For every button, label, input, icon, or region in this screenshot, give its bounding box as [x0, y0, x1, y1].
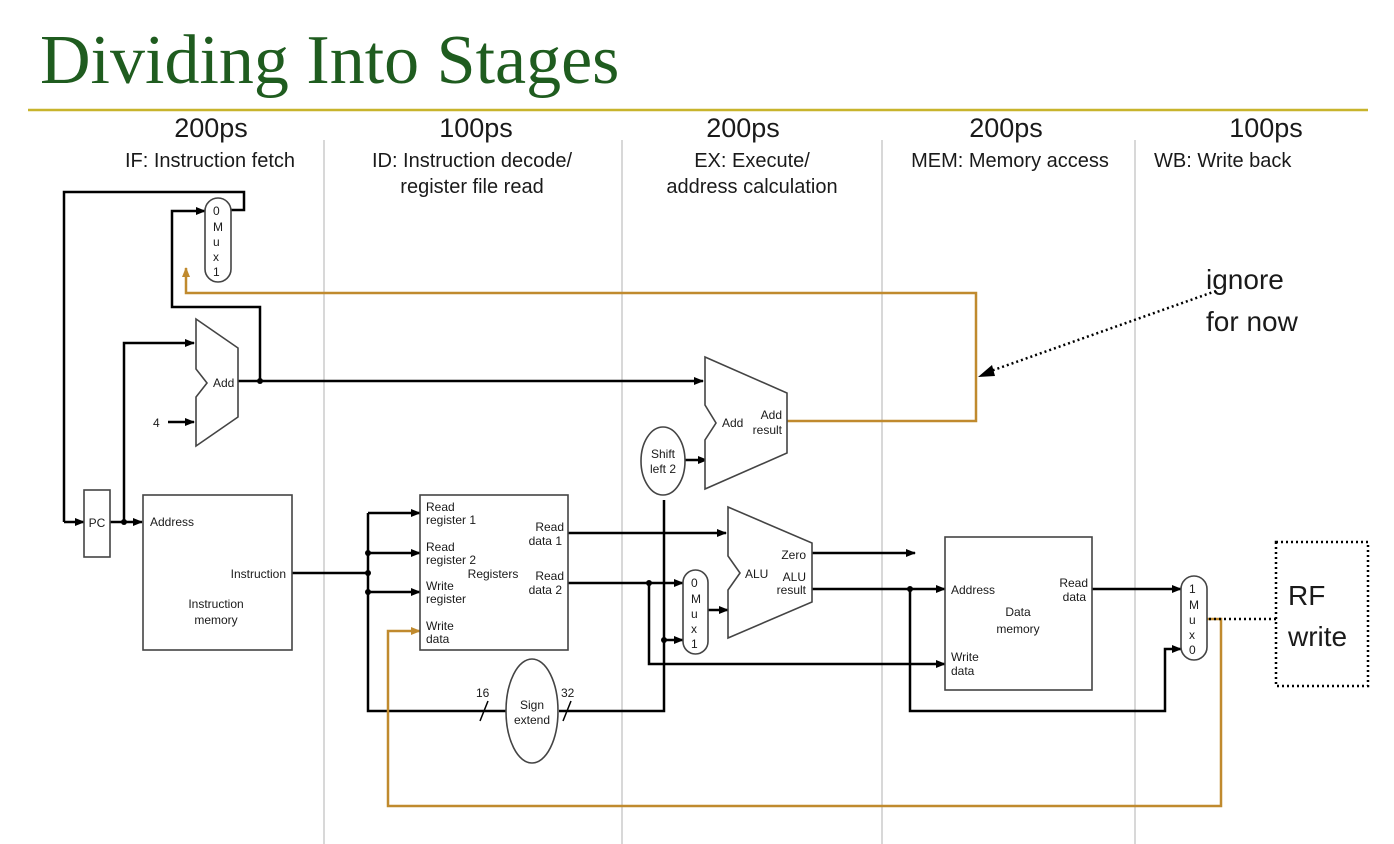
stage-id-time: 100ps	[439, 113, 513, 143]
stage-dividers	[323, 140, 1136, 844]
imem-name-line2: memory	[194, 613, 237, 627]
regs-read-reg2-b: register 2	[426, 553, 476, 567]
shift-label-line2: left 2	[650, 462, 676, 476]
rf-write-box	[1274, 540, 1370, 688]
pc-mux-label-u: u	[213, 235, 220, 249]
regs-name: Registers	[468, 567, 519, 581]
orange-wires	[182, 267, 1223, 808]
ignore-note-line2: for now	[1206, 306, 1299, 337]
pc-mux: 0 M u x 1	[204, 197, 232, 283]
imem-name: Instruction	[188, 597, 243, 611]
ignore-annotation: ignore for now	[978, 264, 1299, 377]
writeback-mux: 1 M u x 0	[1180, 575, 1208, 661]
stage-ex-name: EX: Execute/	[694, 150, 810, 172]
wb-mux-label-x: x	[1189, 628, 1195, 642]
rf-write-label-line2: write	[1287, 621, 1347, 652]
imem-address-label: Address	[150, 515, 194, 529]
alu-mux-label-x: x	[691, 622, 697, 636]
register-file: Read register 1 Read register 2 Write re…	[419, 494, 569, 651]
instruction-memory: Address Instruction Instruction memory	[142, 494, 293, 651]
shift-left-2: Shift left 2	[640, 426, 686, 496]
stage-mem-time: 200ps	[969, 113, 1043, 143]
regs-write-reg-b: register	[426, 592, 466, 606]
data-memory: Address Read data Write data Data memory	[944, 536, 1093, 691]
ignore-arrowhead	[978, 365, 995, 377]
stage-wb-time: 100ps	[1229, 113, 1303, 143]
alu-mux-label-u: u	[691, 607, 698, 621]
dmem-read-data-a: Read	[1059, 576, 1088, 590]
regs-write-data-b: data	[426, 632, 450, 646]
sign-extend-out-bits: 32	[561, 686, 575, 700]
imem-instruction-label: Instruction	[231, 567, 286, 581]
dmem-name-line2: memory	[996, 622, 1039, 636]
wb-mux-label-m: M	[1189, 598, 1199, 612]
branch-adder-result-b: result	[753, 423, 783, 437]
alu-mux-label-0: 0	[691, 576, 698, 590]
alu-result-a: ALU	[783, 570, 806, 584]
branch-adder-label: Add	[722, 416, 743, 430]
dmem-name: Data	[1005, 605, 1031, 619]
sign-extend-label: Sign	[520, 698, 544, 712]
stage-wb-name: WB: Write back	[1154, 150, 1292, 172]
regs-read-reg1-b: register 1	[426, 513, 476, 527]
branch-adder: Add Add result	[704, 355, 788, 491]
wb-mux-label-0: 0	[1189, 643, 1196, 657]
wb-mux-label-1: 1	[1189, 582, 1196, 596]
alu-result-b: result	[777, 583, 807, 597]
regs-read-reg2-a: Read	[426, 540, 455, 554]
sign-extend-label-line2: extend	[514, 713, 550, 727]
dmem-read-data-b: data	[1063, 590, 1087, 604]
branch-adder-result-a: Add	[761, 408, 782, 422]
sign-extend-in-bits: 16	[476, 686, 490, 700]
slide-title: Dividing Into Stages	[40, 22, 620, 99]
alu-mux-label-m: M	[691, 592, 701, 606]
bus-width-marks	[479, 700, 572, 722]
alu-label: ALU	[745, 567, 768, 581]
alu: ALU Zero ALU result	[727, 505, 813, 640]
pc-register: PC	[83, 489, 111, 558]
ignore-dotted-arrow	[987, 289, 1217, 374]
stage-if-name: IF: Instruction fetch	[125, 150, 295, 172]
stage-ex-name-line2: address calculation	[666, 176, 837, 198]
shift-label: Shift	[651, 447, 676, 461]
pc-adder-label: Add	[213, 376, 234, 390]
sign-extend: Sign extend 16 32	[476, 658, 575, 764]
alu-mux-label-1: 1	[691, 637, 698, 651]
regs-read-data1-b: data 1	[529, 534, 563, 548]
stage-headers: 200ps IF: Instruction fetch 100ps ID: In…	[125, 113, 1303, 198]
regs-write-data-a: Write	[426, 619, 454, 633]
rf-write-label: RF	[1288, 580, 1325, 611]
stage-id-name: ID: Instruction decode/	[372, 150, 573, 172]
stage-if-time: 200ps	[174, 113, 248, 143]
dmem-address-label: Address	[951, 583, 995, 597]
stage-ex-time: 200ps	[706, 113, 780, 143]
wb-header-mask	[1310, 140, 1394, 180]
pc-mux-label-0: 0	[213, 204, 220, 218]
ignore-note-line1: ignore	[1206, 264, 1284, 295]
pc-mux-label-m: M	[213, 220, 223, 234]
dmem-write-data-b: data	[951, 664, 975, 678]
stage-id-name-line2: register file read	[400, 176, 543, 198]
pc-mux-label-1: 1	[213, 265, 220, 279]
regs-read-data2-a: Read	[535, 569, 564, 583]
pc-label: PC	[89, 516, 106, 530]
alu-src-mux: 0 M u x 1	[682, 569, 709, 655]
regs-read-data1-a: Read	[535, 520, 564, 534]
dmem-write-data-a: Write	[951, 650, 979, 664]
constant-four: 4	[153, 416, 160, 430]
pc-mux-label-x: x	[213, 250, 219, 264]
wire-junctions	[121, 378, 913, 643]
black-wires	[62, 190, 1182, 713]
pc-adder: Add 4	[153, 317, 239, 448]
regs-read-reg1-a: Read	[426, 500, 455, 514]
rf-write-annotation: RF write	[1209, 540, 1370, 688]
alu-zero-label: Zero	[781, 548, 806, 562]
stage-mem-name: MEM: Memory access	[911, 150, 1109, 172]
wb-mux-label-u: u	[1189, 613, 1196, 627]
regs-read-data2-b: data 2	[529, 583, 563, 597]
regs-write-reg-a: Write	[426, 579, 454, 593]
